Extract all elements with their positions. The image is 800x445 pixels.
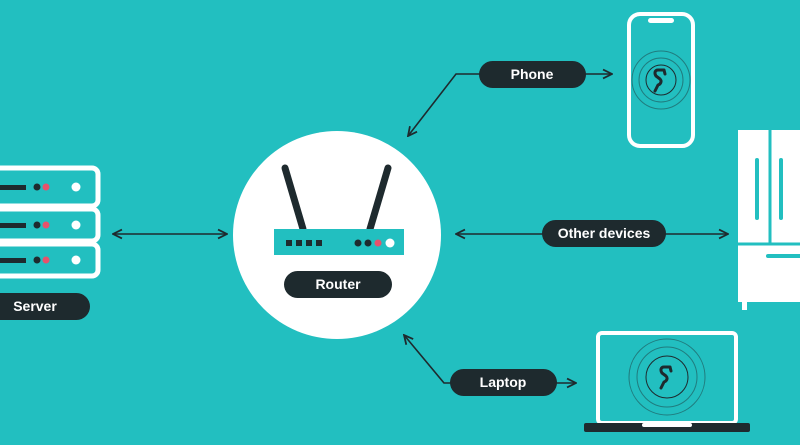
router-node: Router bbox=[233, 131, 441, 339]
other-devices-label-pill: Other devices bbox=[542, 220, 666, 247]
laptop-surfshark-logo-icon bbox=[659, 365, 673, 390]
server-icon bbox=[0, 165, 101, 279]
phone-arrow-left bbox=[408, 73, 480, 136]
router-icon bbox=[274, 164, 404, 255]
router-label-pill: Router bbox=[284, 271, 392, 298]
router-label: Router bbox=[315, 276, 361, 292]
laptop-arrow-left bbox=[404, 335, 451, 384]
surfshark-logo-icon bbox=[653, 68, 667, 93]
refrigerator-icon bbox=[738, 130, 800, 310]
other-devices-label: Other devices bbox=[558, 225, 651, 241]
phone-label-pill: Phone bbox=[479, 61, 586, 88]
laptop-icon bbox=[584, 331, 750, 432]
server-label: Server bbox=[13, 298, 57, 314]
laptop-label: Laptop bbox=[480, 374, 527, 390]
phone-icon bbox=[627, 12, 695, 148]
server-label-pill: Server bbox=[0, 293, 90, 320]
phone-label: Phone bbox=[511, 66, 554, 82]
laptop-label-pill: Laptop bbox=[450, 369, 557, 396]
